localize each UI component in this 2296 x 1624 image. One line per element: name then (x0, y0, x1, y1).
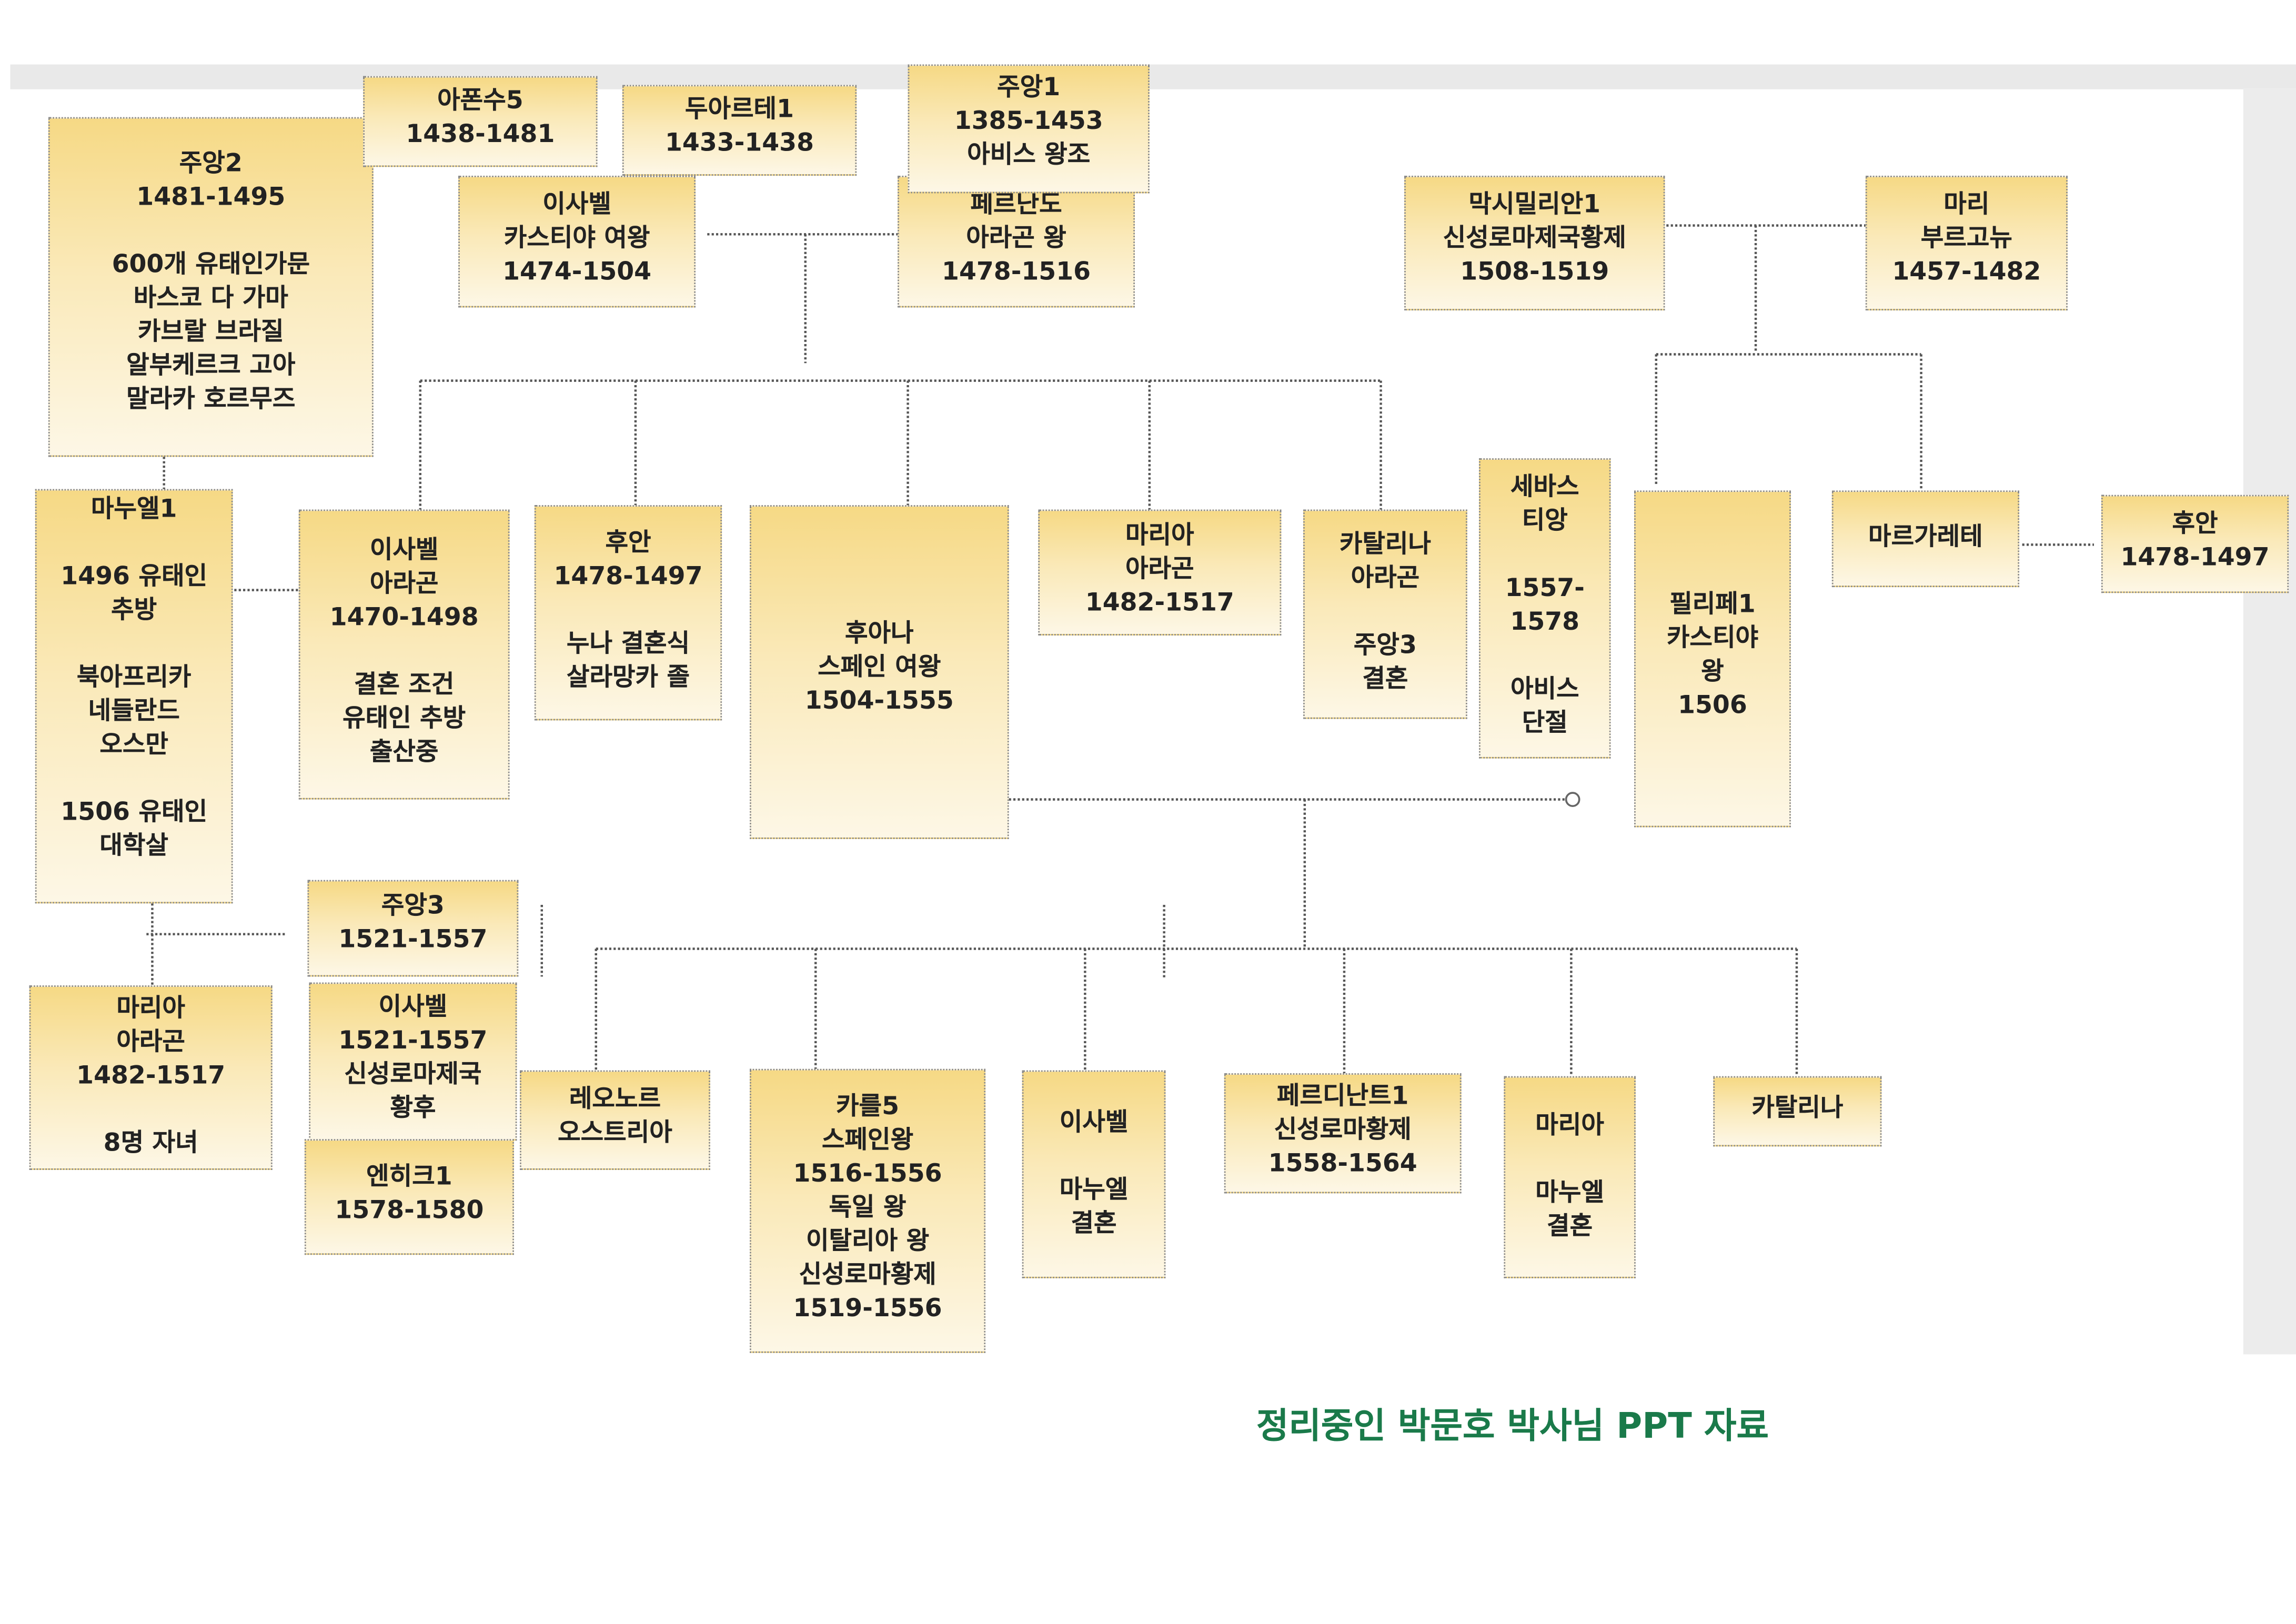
node-text: 마리아 아라곤 1482-1517 (1085, 521, 1234, 618)
node-text: 카를5 스페인왕 1516-1556 독일 왕 이탈리아 왕 신성로마황제 15… (793, 1092, 942, 1324)
node-fernando[interactable]: 페르난도 아라곤 왕 1478-1516 (898, 175, 1135, 308)
node-text: 주앙2 1481-1495 600개 유태인가문 바스코 다 가마 카브랄 브라… (112, 149, 310, 415)
node-henrique1[interactable]: 엔히크1 1578-1580 (304, 1139, 514, 1255)
node-joao1[interactable]: 주앙1 1385-1453 아비스 왕조 (908, 64, 1150, 194)
node-maria-manuel[interactable]: 마리아 마누엘 결혼 (1504, 1076, 1636, 1278)
node-isabel-aragon[interactable]: 이사벨 아라곤 1470-1498 결혼 조건 유태인 추방 출산중 (298, 509, 510, 800)
node-text: 카탈리나 아라곤 주앙3 결혼 (1339, 530, 1431, 694)
node-maria-aragon-bottom[interactable]: 마리아 아라곤 1482-1517 8명 자녀 (29, 985, 273, 1170)
node-text: 후안 1478-1497 (2120, 509, 2270, 573)
node-text: 카탈리나 (1751, 1094, 1844, 1123)
node-catalina[interactable]: 카탈리나 (1713, 1076, 1882, 1147)
node-text: 두아르테1 1433-1438 (665, 95, 814, 158)
node-margarete[interactable]: 마르가레테 (1831, 490, 2020, 588)
node-marie-burgundy[interactable]: 마리 부르고뉴 1457-1482 (1865, 175, 2068, 311)
node-text: 세바스 티앙 1557- 1578 아비스 단절 (1505, 472, 1585, 738)
node-text: 막시밀리안1 신성로마제국황제 1508-1519 (1443, 190, 1626, 287)
node-text: 마리아 아라곤 1482-1517 8명 자녀 (76, 994, 226, 1158)
node-joao2[interactable]: 주앙2 1481-1495 600개 유태인가문 바스코 다 가마 카브랄 브라… (48, 117, 374, 457)
node-joao3[interactable]: 주앙3 1521-1557 (307, 880, 519, 977)
node-text: 마리아 마누엘 결혼 (1535, 1111, 1604, 1242)
node-maximilian1[interactable]: 막시밀리안1 신성로마제국황제 1508-1519 (1404, 175, 1665, 311)
node-isabel-empress[interactable]: 이사벨 1521-1557 신성로마제국 황후 (309, 982, 517, 1141)
node-maria-aragon-top[interactable]: 마리아 아라곤 1482-1517 (1038, 509, 1282, 636)
node-text: 이사벨 카스티야 여왕 1474-1504 (502, 190, 652, 287)
node-text: 페르난도 아라곤 왕 1478-1516 (942, 190, 1091, 287)
node-juana[interactable]: 후아나 스페인 여왕 1504-1555 (749, 505, 1009, 839)
node-text: 마리 부르고뉴 1457-1482 (1892, 190, 2041, 287)
node-text: 엔히크1 1578-1580 (335, 1162, 484, 1226)
node-text: 이사벨 1521-1557 신성로마제국 황후 (338, 993, 488, 1123)
node-manuel1[interactable]: 마누엘1 1496 유태인 추방 북아프리카 네들란드 오스만 1506 유태인… (35, 489, 233, 904)
node-catalina-aragon[interactable]: 카탈리나 아라곤 주앙3 결혼 (1303, 509, 1467, 719)
node-juan[interactable]: 후안 1478-1497 누나 결혼식 살라망카 졸 (534, 505, 722, 721)
node-text: 후아나 스페인 여왕 1504-1555 (804, 619, 954, 716)
node-sebastiao[interactable]: 세바스 티앙 1557- 1578 아비스 단절 (1479, 458, 1611, 759)
node-text: 마누엘1 1496 유태인 추방 북아프리카 네들란드 오스만 1506 유태인… (61, 495, 208, 861)
right-gray-band (2243, 87, 2296, 1355)
node-text: 페르디난트1 신성로마황제 1558-1564 (1268, 1082, 1417, 1179)
node-charles5[interactable]: 카를5 스페인왕 1516-1556 독일 왕 이탈리아 왕 신성로마황제 15… (749, 1068, 986, 1353)
node-isabel-castile[interactable]: 이사벨 카스티야 여왕 1474-1504 (458, 175, 696, 308)
node-text: 필리페1 카스티야 왕 1506 (1666, 590, 1759, 721)
node-leonor[interactable]: 레오노르 오스트리아 (520, 1070, 710, 1170)
node-ferdinand1[interactable]: 페르디난트1 신성로마황제 1558-1564 (1224, 1073, 1462, 1194)
node-text: 아폰수5 1438-1481 (406, 86, 555, 149)
node-afonso5[interactable]: 아폰수5 1438-1481 (363, 76, 598, 167)
node-text: 주앙3 1521-1557 (338, 891, 488, 955)
node-text: 주앙1 1385-1453 아비스 왕조 (954, 73, 1103, 170)
connector-handle-icon (1565, 792, 1580, 807)
node-duarte1[interactable]: 두아르테1 1433-1438 (622, 85, 857, 176)
node-philip1[interactable]: 필리페1 카스티야 왕 1506 (1634, 490, 1791, 828)
node-text: 마르가레테 (1868, 522, 1983, 552)
node-text: 이사벨 아라곤 1470-1498 결혼 조건 유태인 추방 출산중 (329, 536, 479, 768)
node-text: 후안 1478-1497 누나 결혼식 살라망카 졸 (553, 528, 703, 693)
node-juan-right[interactable]: 후안 1478-1497 (2101, 495, 2289, 593)
node-text: 레오노르 오스트리아 (558, 1085, 672, 1148)
node-text: 이사벨 마누엘 결혼 (1059, 1108, 1129, 1239)
caption-text: 정리중인 박문호 박사님 PPT 자료 (1256, 1405, 1769, 1447)
node-isabel-manuel[interactable]: 이사벨 마누엘 결혼 (1022, 1070, 1166, 1278)
